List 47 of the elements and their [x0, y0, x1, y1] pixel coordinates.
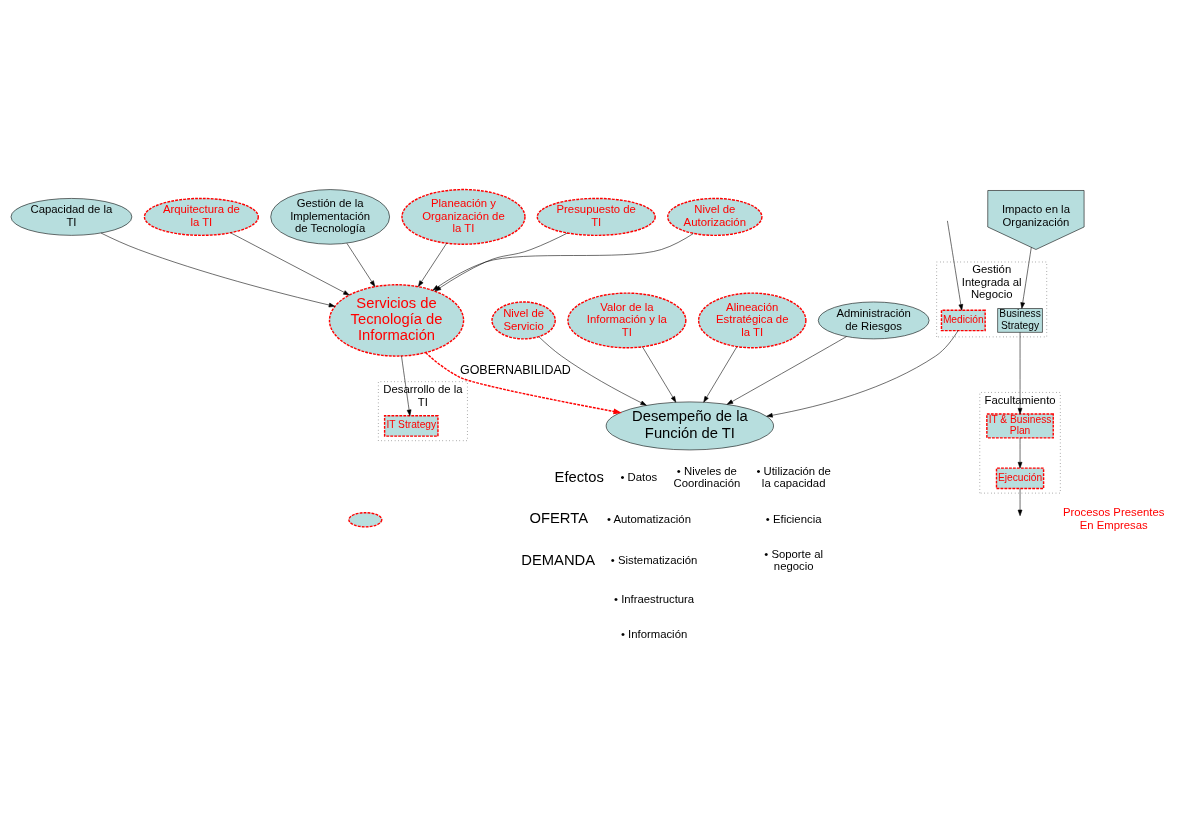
label: • Eficiencia	[765, 512, 822, 525]
label: DEMANDA	[521, 551, 596, 568]
node-box: Business Strategy	[997, 307, 1043, 333]
arrow	[726, 335, 847, 405]
arrow	[230, 232, 350, 295]
node-ellipse: Nivel de Servicio	[491, 300, 556, 340]
node-ellipse: Gestión de la Implementación de Tecnología	[270, 188, 390, 244]
arrow	[538, 336, 647, 406]
label: • Sistematización	[610, 553, 698, 566]
arrow	[1020, 246, 1032, 309]
label: OFERTA	[529, 509, 589, 526]
label: • Niveles de Coordinación	[673, 464, 741, 489]
label: • Soporte al negocio	[764, 547, 824, 572]
arrow	[434, 232, 568, 291]
arrow	[1017, 331, 1023, 414]
label: • Datos	[620, 470, 658, 483]
label: • Utilización de la capacidad	[756, 464, 831, 489]
node-ellipse: Alineación Estratégica de la TI	[697, 291, 807, 348]
arrow	[100, 232, 336, 307]
arrow	[401, 355, 412, 416]
label: • Infraestructura	[614, 592, 695, 605]
arrow	[703, 346, 738, 402]
arrow	[424, 351, 622, 414]
node-ellipse: Nivel de Autorización	[667, 197, 763, 236]
node-box: Medición	[940, 309, 986, 331]
label: Efectos	[554, 468, 604, 485]
node-box: Ejecución	[995, 466, 1045, 489]
label: • Información	[620, 627, 688, 640]
node-ellipse: Planeación y Organización de la TI	[401, 188, 526, 245]
edge-label: GOBERNABILIDAD	[459, 362, 571, 376]
node-box: IT Strategy	[383, 414, 439, 437]
arrow	[766, 329, 959, 417]
node-box: IT & Business Plan	[986, 412, 1054, 439]
node-ellipse: Presupuesto de TI	[536, 197, 656, 236]
arrow	[642, 346, 677, 402]
arrow	[947, 220, 964, 310]
node-ellipse: Capacidad de la TI	[10, 197, 133, 236]
node-ellipse: Administración de Riesgos	[817, 301, 930, 339]
arrow	[432, 232, 694, 291]
legend-label: Procesos Presentes En Empresas	[1062, 505, 1165, 531]
arrow	[1017, 487, 1023, 516]
node-ellipse: Valor de la Información y la TI	[567, 291, 687, 348]
node-ellipse: Arquitectura de la TI	[143, 197, 259, 236]
label: • Automatización	[607, 512, 691, 525]
arrow	[346, 242, 376, 287]
arrow	[1017, 437, 1023, 468]
arrow	[418, 242, 447, 287]
